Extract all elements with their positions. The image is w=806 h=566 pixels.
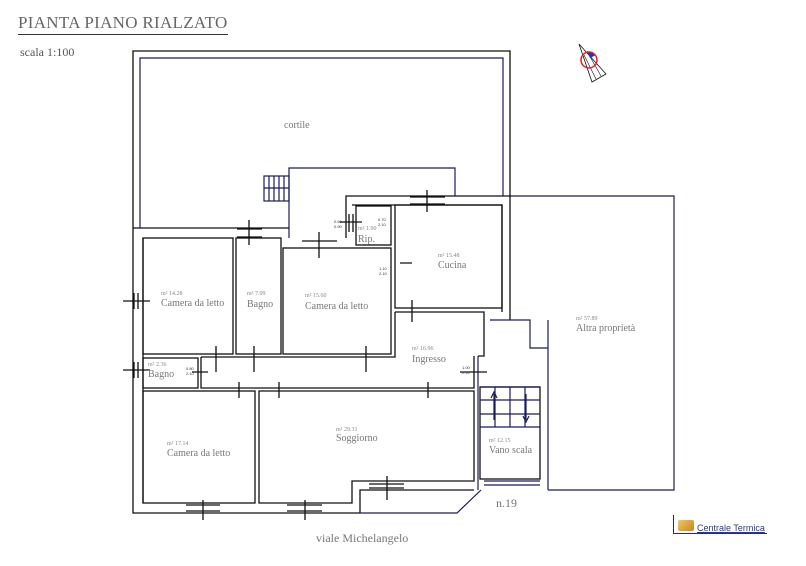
- room-label: Rip.: [358, 234, 375, 245]
- civic-number: n.19: [496, 496, 517, 510]
- door-dimension: 0.802.10: [186, 366, 195, 376]
- door-dimension: 1.002.10: [462, 365, 471, 375]
- street-name: viale Michelangelo: [316, 531, 409, 545]
- annex-boundary: [288, 167, 456, 238]
- compass-north-icon: [578, 43, 607, 83]
- room-area: m² 2.36: [148, 362, 166, 368]
- door-dimension: 0.702.10: [378, 217, 387, 227]
- external-stair: [263, 175, 290, 202]
- centrale-termica-link[interactable]: Centrale Termica: [673, 515, 767, 534]
- boiler-icon: [678, 520, 694, 531]
- room-label-cortile: cortile: [284, 120, 310, 131]
- room-area: m² 57.89: [576, 316, 597, 322]
- room-label: Camera da letto: [161, 298, 224, 309]
- door-dimension: 1.102.10: [379, 266, 388, 276]
- room-walls: [142, 204, 549, 513]
- svg-text:2.10: 2.10: [462, 370, 471, 375]
- room-label: Camera da letto: [167, 448, 230, 459]
- centrale-termica-label: Centrale Termica: [697, 523, 765, 533]
- svg-text:0.90: 0.90: [334, 224, 343, 229]
- room-area: m² 16.96: [412, 346, 433, 352]
- svg-text:0.70: 0.70: [378, 217, 387, 222]
- plan-title: PIANTA PIANO RIALZATO: [18, 13, 228, 35]
- room-label: Altra proprietà: [576, 323, 636, 334]
- svg-text:1.10: 1.10: [379, 266, 388, 271]
- svg-text:2.10: 2.10: [379, 271, 388, 276]
- room-area: m² 1.90: [358, 226, 376, 232]
- room-area: m² 14.28: [161, 291, 182, 297]
- openings: [123, 190, 487, 520]
- room-label: Vano scala: [489, 445, 533, 456]
- svg-text:0.80: 0.80: [186, 366, 195, 371]
- room-label: Cucina: [438, 260, 467, 271]
- svg-text:0.60: 0.60: [334, 219, 343, 224]
- room-label: Bagno: [148, 369, 174, 380]
- room-label: Ingresso: [412, 354, 446, 365]
- room-area: m² 29.31: [336, 427, 357, 433]
- altra-proprieta-boundary: [510, 195, 675, 491]
- room-area: m² 15.60: [305, 293, 326, 299]
- svg-text:2.10: 2.10: [186, 371, 195, 376]
- svg-text:2.10: 2.10: [378, 222, 387, 227]
- room-area: m² 7.09: [247, 291, 265, 297]
- room-label: Soggiorno: [336, 433, 378, 444]
- room-area: m² 17.14: [167, 441, 188, 447]
- room-area: m² 12.15: [489, 438, 510, 444]
- room-label: Camera da letto: [305, 301, 368, 312]
- cortile-boundary: [132, 50, 511, 228]
- room-area: m² 15.48: [438, 253, 459, 259]
- svg-text:1.00: 1.00: [462, 365, 471, 370]
- door-dimension: 0.600.90: [334, 219, 343, 229]
- scale-label: scala 1:100: [20, 45, 75, 59]
- room-label: Bagno: [247, 299, 273, 310]
